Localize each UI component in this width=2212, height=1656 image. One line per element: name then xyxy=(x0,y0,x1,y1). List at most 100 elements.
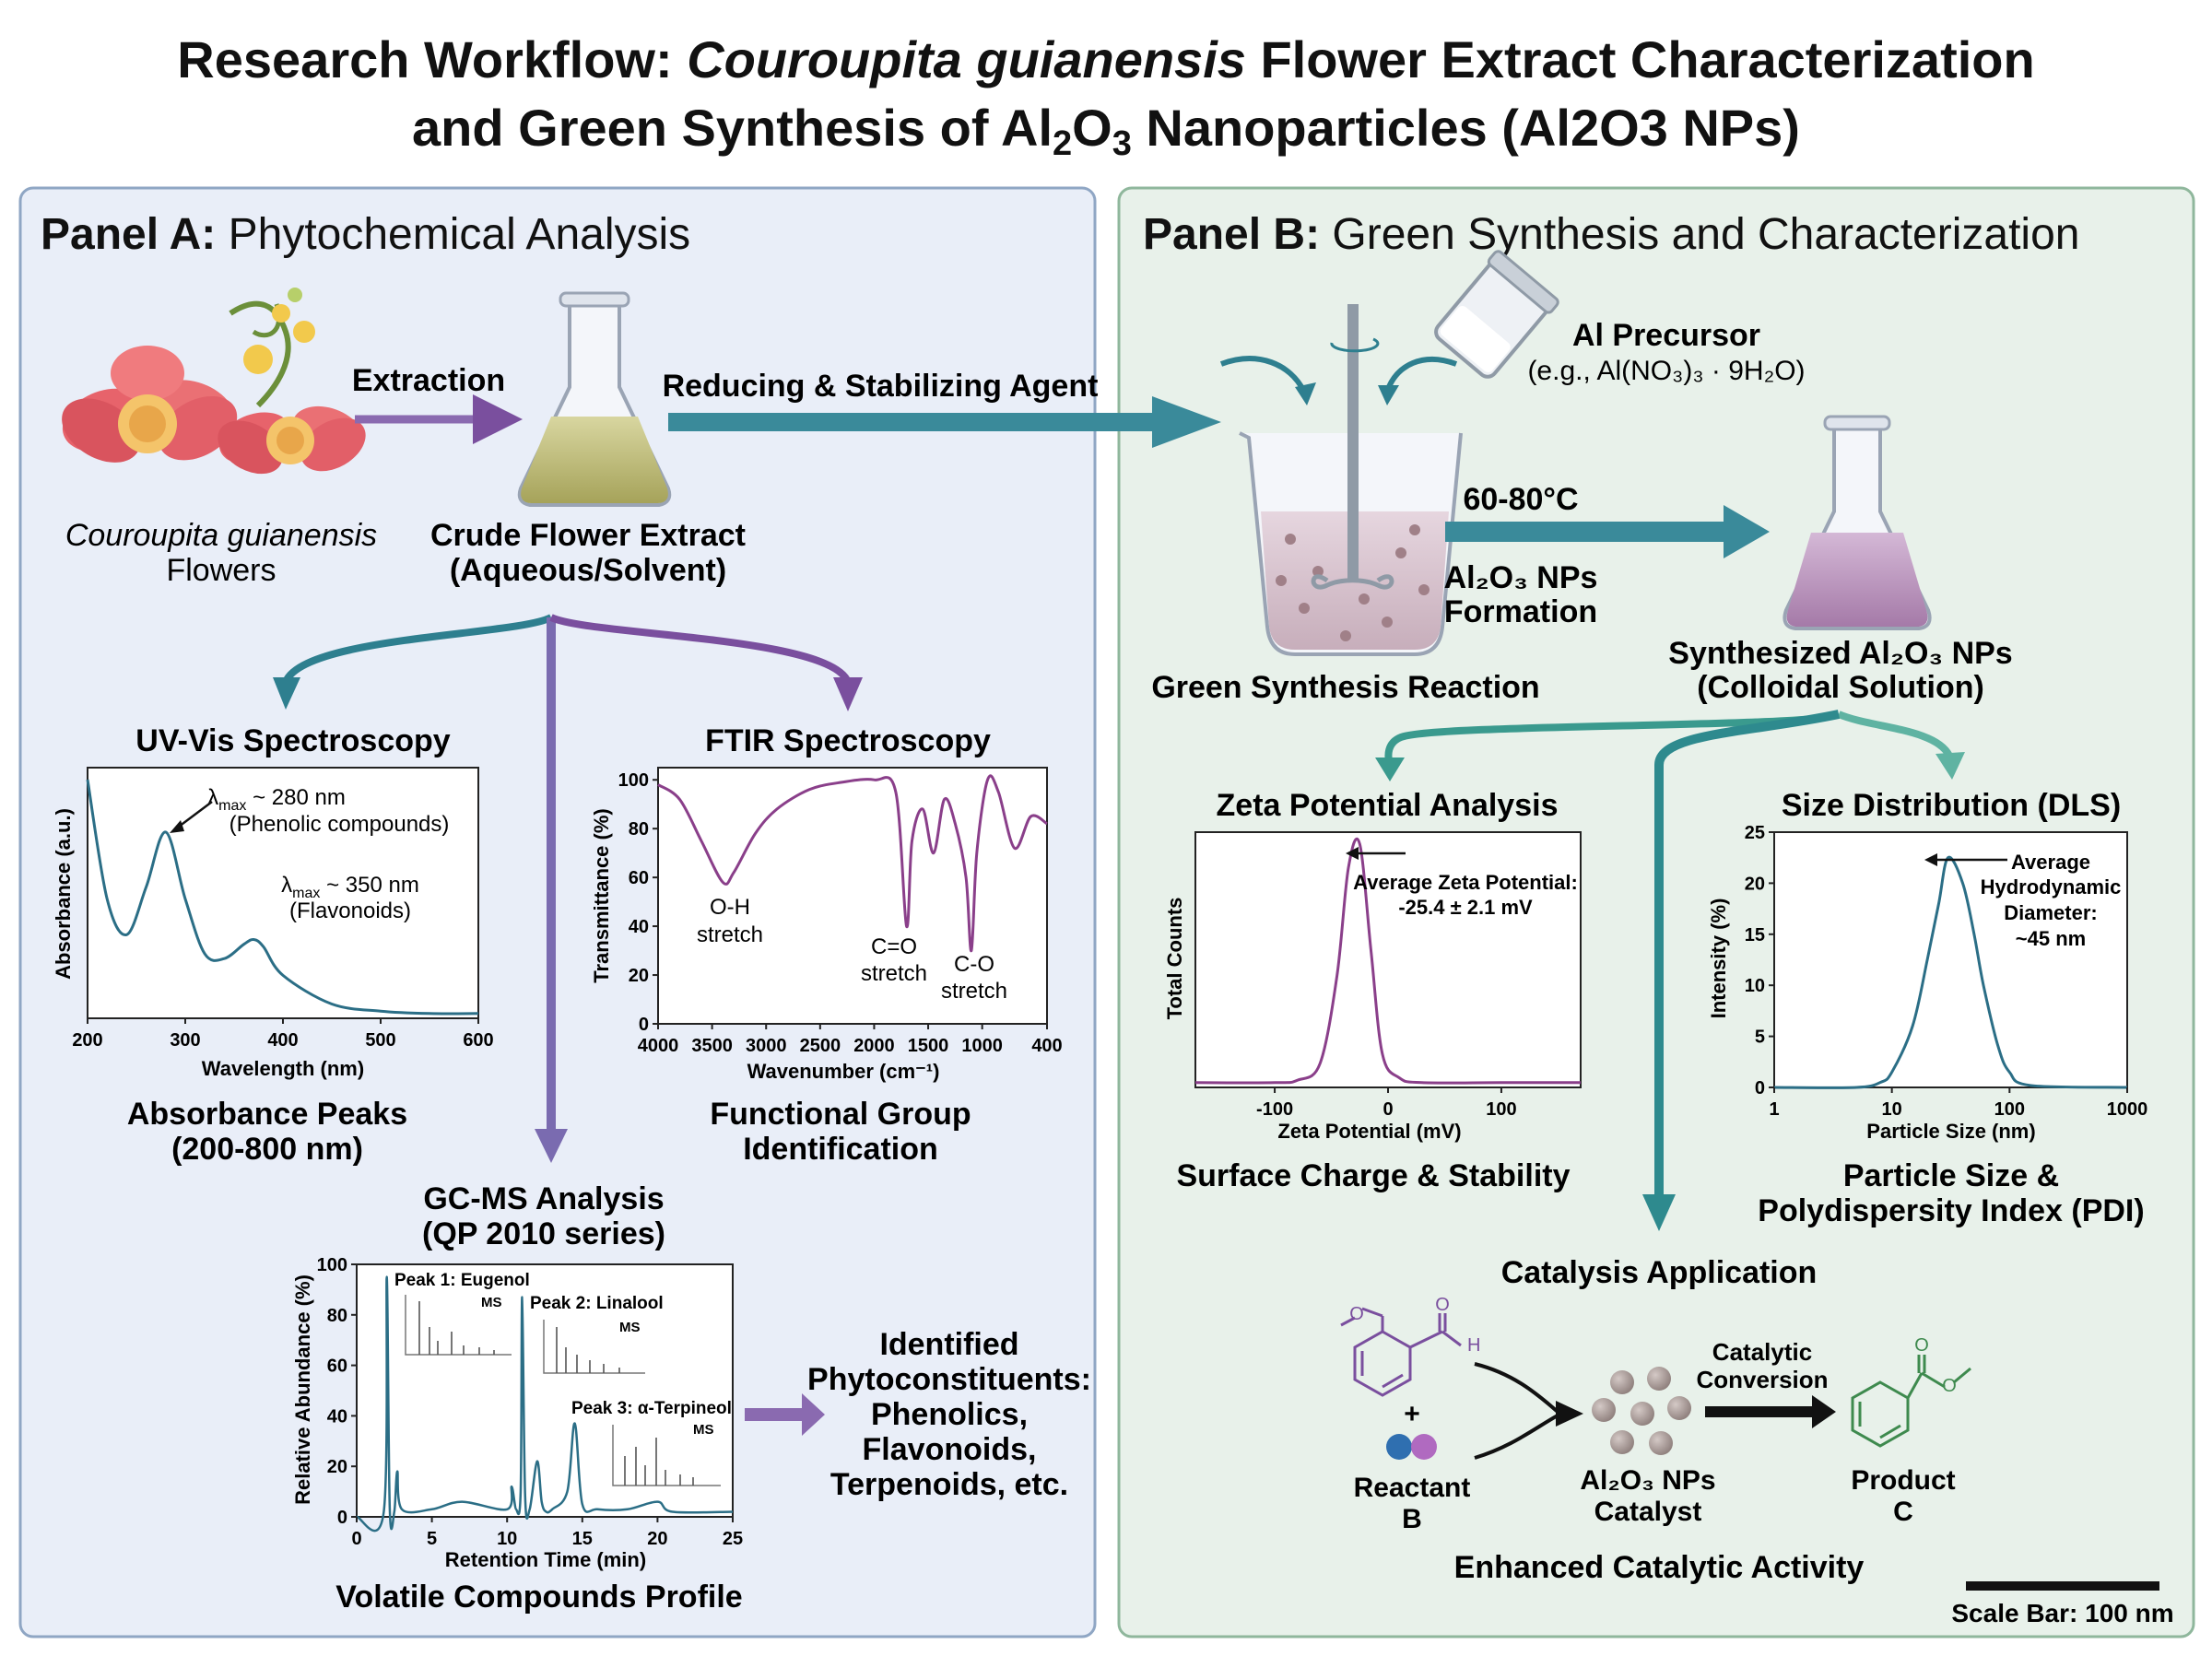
ftir-oh-label-1: O-H xyxy=(710,895,750,920)
zeta-annotation-2: -25.4 ± 2.1 mV xyxy=(1398,896,1533,919)
ftir-chart-title: FTIR Spectroscopy xyxy=(705,723,991,758)
gcms-x-tick-label: 0 xyxy=(351,1529,361,1549)
uv-caption-2: (200-800 nm) xyxy=(171,1132,363,1167)
dls-x-axis-label: Particle Size (nm) xyxy=(1866,1120,2035,1143)
catalytic-conversion-label-2: Conversion xyxy=(1696,1366,1828,1393)
gcms-y-tick-label: 80 xyxy=(327,1306,347,1326)
ftir-y-tick-label: 60 xyxy=(629,868,649,888)
dls-annotation-1: Average xyxy=(2011,851,2090,874)
reaction-beaker xyxy=(1219,304,1463,656)
reactant-b-molecule xyxy=(1386,1434,1437,1460)
zeta-chart-title: Zeta Potential Analysis xyxy=(1217,788,1559,823)
dls-x-tick-label: 10 xyxy=(1882,1099,1902,1120)
gcms-peak-3-inset: Peak 3: α-Terpineol MS xyxy=(571,1399,732,1486)
page-title-line-2: and Green Synthesis of Al2O3 Nanoparticl… xyxy=(412,99,1800,163)
uv-series-line xyxy=(86,779,479,1016)
zeta-x-tick-label: 0 xyxy=(1382,1099,1393,1120)
product-c-label-2: C xyxy=(1893,1497,1913,1527)
ftir-y-tick-label: 100 xyxy=(618,770,649,791)
ftir-series-line xyxy=(657,774,1048,953)
gcms-series-line xyxy=(356,1275,734,1533)
zeta-series-line xyxy=(1194,837,1581,1085)
gcms-peak-2-inset: Peak 2: Linalool MS xyxy=(530,1294,664,1374)
ftir-co-label-2: stretch xyxy=(861,961,927,986)
identified-line-4: Flavonoids, xyxy=(863,1432,1037,1467)
ftir-x-tick-label: 2000 xyxy=(853,1036,895,1056)
product-o-label: O xyxy=(1914,1335,1929,1356)
gcms-x-tick-label: 25 xyxy=(723,1529,743,1549)
product-c-molecule xyxy=(1851,1355,1971,1448)
dls-y-tick-label: 10 xyxy=(1745,976,1765,996)
uv-peak-2-lambda: λmax ~ 350 nm xyxy=(281,873,419,901)
ftir-caption-2: Identification xyxy=(743,1132,938,1167)
identified-phytoconstituents-text: Identified Phytoconstituents: Phenolics,… xyxy=(807,1327,1091,1502)
ftir-c-o-label-1: C-O xyxy=(954,952,994,977)
uv-peak-2-annotation: λmax ~ 350 nm (Flavonoids) xyxy=(281,873,419,923)
gcms-y-tick-label: 0 xyxy=(337,1508,347,1528)
al-precursor-label: Al Precursor xyxy=(1572,318,1760,353)
ftir-x-tick-label: 400 xyxy=(1031,1036,1062,1056)
gcms-y-tick-label: 100 xyxy=(317,1255,347,1275)
uv-peak-1-annotation: λmax ~ 280 nm (Phenolic compounds) xyxy=(170,785,449,837)
synthesis-arrow xyxy=(1445,505,1770,558)
reactant-a-molecule xyxy=(1340,1307,1462,1397)
crude-extract-solvent-label: (Aqueous/Solvent) xyxy=(450,553,726,588)
identified-line-3: Phenolics, xyxy=(871,1397,1028,1432)
gcms-x-tick-label: 15 xyxy=(572,1529,593,1549)
gcms-peak-1-label: Peak 1: Eugenol xyxy=(394,1271,530,1290)
uv-peak-1-desc: (Phenolic compounds) xyxy=(229,812,450,837)
temperature-label: 60-80°C xyxy=(1463,482,1578,517)
reactant-h-label: H xyxy=(1467,1335,1480,1356)
scale-bar xyxy=(1966,1581,2159,1591)
gcms-y-axis-label: Relative Abundance (%) xyxy=(291,1274,314,1505)
zeta-annotation-arrowhead xyxy=(1346,847,1359,860)
uv-x-tick-label: 400 xyxy=(267,1030,298,1051)
uv-peak-1-lambda: λmax ~ 280 nm xyxy=(207,785,346,814)
uv-x-tick-label: 500 xyxy=(365,1030,395,1051)
ftir-x-axis-label: Wavenumber (cm⁻¹) xyxy=(747,1060,940,1083)
conversion-arrow xyxy=(1705,1395,1836,1428)
gcms-ms-label: MS xyxy=(619,1320,641,1335)
panel-b-heading: Panel B: Green Synthesis and Characteriz… xyxy=(1143,210,2079,259)
gcms-ms-label: MS xyxy=(481,1295,502,1310)
formation-label-1: Al₂O₃ NPs xyxy=(1444,560,1598,595)
enhanced-activity-caption: Enhanced Catalytic Activity xyxy=(1454,1550,1865,1585)
extraction-label: Extraction xyxy=(352,363,505,398)
nanoparticle-catalyst-cluster xyxy=(1592,1367,1691,1455)
branch-arrows-panel-b xyxy=(1375,710,1965,1231)
reducing-agent-label: Reducing & Stabilizing Agent xyxy=(663,369,1099,404)
plus-sign: + xyxy=(1404,1399,1420,1429)
panel-a-heading: Panel A: Phytochemical Analysis xyxy=(41,210,690,259)
ftir-x-tick-label: 1500 xyxy=(908,1036,949,1056)
gcms-peak-2-label: Peak 2: Linalool xyxy=(530,1294,664,1313)
uv-x-tick-label: 300 xyxy=(170,1030,200,1051)
ftir-x-tick-label: 4000 xyxy=(638,1036,679,1056)
catalyst-label-1: Al₂O₃ NPs xyxy=(1580,1465,1715,1496)
uv-caption-1: Absorbance Peaks xyxy=(127,1097,407,1132)
gcms-y-tick-label: 60 xyxy=(327,1357,347,1377)
al-precursor-jar-icon xyxy=(1434,250,1559,379)
catalytic-conversion-label-1: Catalytic xyxy=(1712,1338,1812,1366)
panel-a-background xyxy=(18,186,1097,1638)
ftir-x-tick-label: 1000 xyxy=(961,1036,1003,1056)
ftir-x-tick-label: 3500 xyxy=(691,1036,733,1056)
gcms-peak-3-label: Peak 3: α-Terpineol xyxy=(571,1399,732,1418)
uv-x-axis-label: Wavelength (nm) xyxy=(202,1057,364,1080)
gcms-title-1: GC-MS Analysis xyxy=(423,1181,664,1216)
ftir-y-tick-label: 0 xyxy=(639,1015,649,1035)
uv-chart-title: UV-Vis Spectroscopy xyxy=(135,723,450,758)
ftir-x-tick-label: 3000 xyxy=(746,1036,787,1056)
crude-extract-flask xyxy=(517,291,672,507)
gcms-x-tick-label: 5 xyxy=(427,1529,437,1549)
identified-line-2: Phytoconstituents: xyxy=(807,1362,1091,1397)
catalysis-title: Catalysis Application xyxy=(1501,1255,1818,1290)
reducing-agent-arrow xyxy=(668,396,1221,448)
dls-caption-2: Polydispersity Index (PDI) xyxy=(1758,1193,2144,1228)
zeta-y-axis-label: Total Counts xyxy=(1163,898,1186,1020)
zeta-x-axis-label: Zeta Potential (mV) xyxy=(1277,1120,1461,1143)
ftir-caption-1: Functional Group xyxy=(710,1097,971,1132)
dls-caption-1: Particle Size & xyxy=(1843,1158,2059,1193)
gcms-x-axis-label: Retention Time (min) xyxy=(445,1548,646,1571)
